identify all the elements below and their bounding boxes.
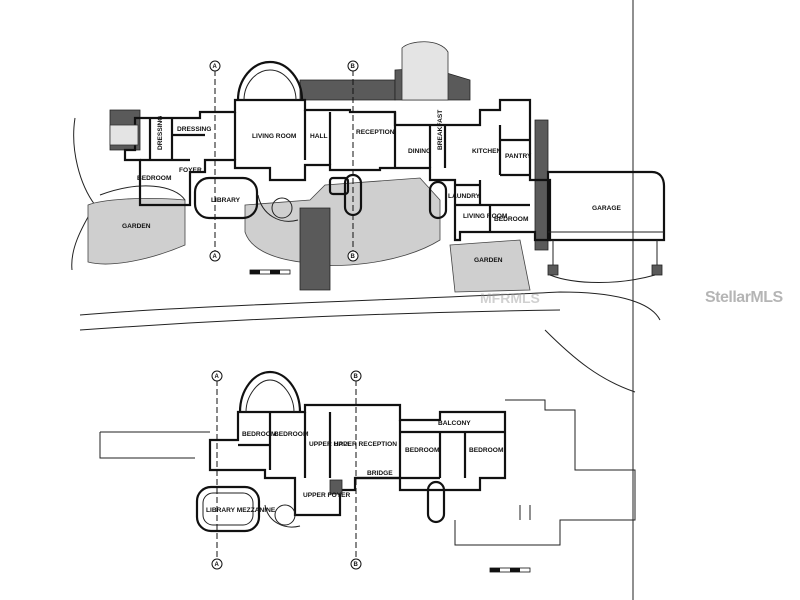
room-label: BEDROOM [494,216,529,223]
room-label: RECEPTION [356,129,395,136]
watermark-faint: MFRMLS [480,290,540,306]
ground-floor-plan: DRESSING DRESSING LIVING ROOM HALL RECEP… [71,41,666,393]
room-label: LIVING ROOM [463,213,508,220]
room-label: BEDROOM [137,175,172,182]
upper-floor-plan: BEDROOM BEDROOM UPPER HALL UPPER RECEPTI… [99,370,636,573]
room-label: UPPER HALL [309,441,351,448]
room-label: BREAKFAST [437,110,444,150]
axis-label-b: B [351,254,356,260]
axis-label-a: A [215,374,220,380]
axis-label-a: A [213,254,218,260]
watermark-stellarmls: StellarMLS [705,289,783,306]
axis-lines-ground: A A B B [209,60,359,262]
room-label: BEDROOM [469,447,504,454]
room-label: BEDROOM [242,431,277,438]
room-label: UPPER RECEPTION [334,441,397,448]
room-label: GARDEN [474,257,503,264]
room-label: BEDROOM [405,447,440,454]
axis-lines-upper: A A B B [211,370,362,570]
axis-label-a: A [215,562,220,568]
room-label: LIVING ROOM [252,133,297,140]
room-label: LIBRARY [211,197,241,204]
room-label: GARDEN [122,223,151,230]
room-label: DINING [408,148,431,155]
room-label: DRESSING [157,116,164,150]
room-label: BALCONY [438,420,471,427]
room-label: FOYER [179,167,202,174]
room-label: GARAGE [592,205,622,212]
room-label: PANTRY [505,153,532,160]
room-label: LAUNDRY [448,193,481,200]
room-label: KITCHEN [472,148,502,155]
room-label: BRIDGE [367,470,393,477]
axis-label-a: A [213,64,218,70]
room-label: UPPER FOYER [303,492,351,499]
room-label: BEDROOM [274,431,309,438]
axis-label-b: B [354,374,359,380]
room-label: LIBRARY MEZZANINE [206,507,276,514]
axis-label-b: B [351,64,356,70]
axis-label-b: B [354,562,359,568]
room-label: DRESSING [177,126,211,133]
room-label: HALL [310,133,328,140]
